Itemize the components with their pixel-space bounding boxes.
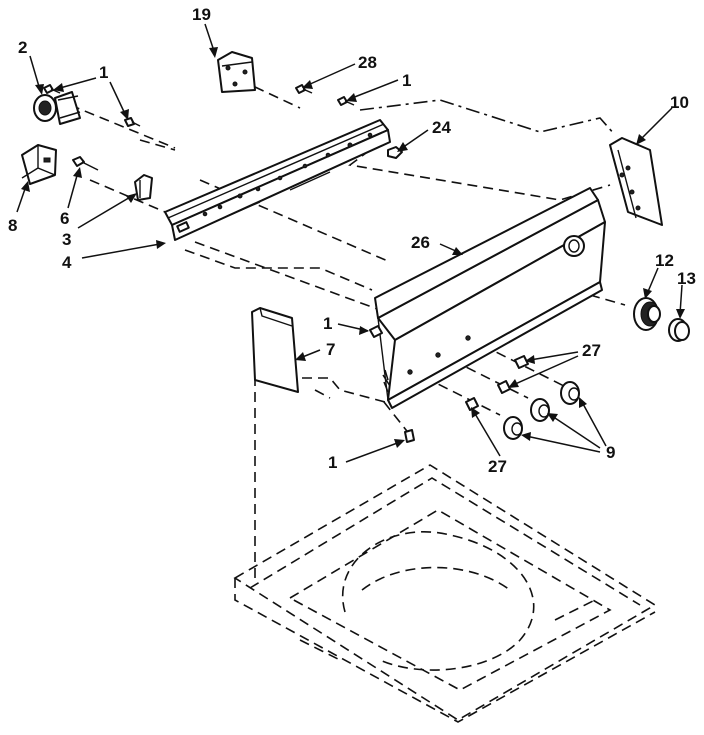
callout-1: 1 (323, 314, 332, 333)
console-end-cap (251, 307, 299, 393)
callout-labels: 19 2 1 28 1 10 24 8 6 3 4 26 12 13 1 7 2… (8, 5, 696, 476)
leader-lines (16, 23, 685, 463)
console-housing (374, 187, 606, 409)
callout-27: 27 (488, 457, 507, 476)
callout-6: 6 (60, 209, 69, 228)
screws (43, 84, 415, 443)
roll-pins (465, 355, 529, 411)
top-bracket (217, 51, 256, 93)
callout-8: 8 (8, 216, 17, 235)
wire-clip (134, 174, 153, 201)
callout-10: 10 (670, 93, 689, 112)
callout-12: 12 (655, 251, 674, 270)
callout-3: 3 (62, 230, 71, 249)
callout-1: 1 (402, 71, 411, 90)
callout-27: 27 (582, 341, 601, 360)
callout-2: 2 (18, 38, 27, 57)
small-knobs (503, 381, 580, 440)
callout-1: 1 (328, 453, 337, 472)
timer-switch (33, 91, 81, 125)
callout-7: 7 (326, 340, 335, 359)
callout-24: 24 (432, 118, 451, 137)
callout-19: 19 (192, 5, 211, 24)
screw-6 (72, 156, 99, 171)
right-end-cap (609, 137, 663, 226)
callout-1: 1 (99, 63, 108, 82)
callout-4: 4 (62, 253, 72, 272)
callout-28: 28 (358, 53, 377, 72)
knob-assembly (633, 297, 690, 342)
callout-9: 9 (606, 443, 615, 462)
callout-13: 13 (677, 269, 696, 288)
switch-box (21, 144, 57, 185)
callout-26: 26 (411, 233, 430, 252)
control-panel-bracket (164, 119, 391, 241)
washer-top-cabinet (233, 464, 657, 723)
